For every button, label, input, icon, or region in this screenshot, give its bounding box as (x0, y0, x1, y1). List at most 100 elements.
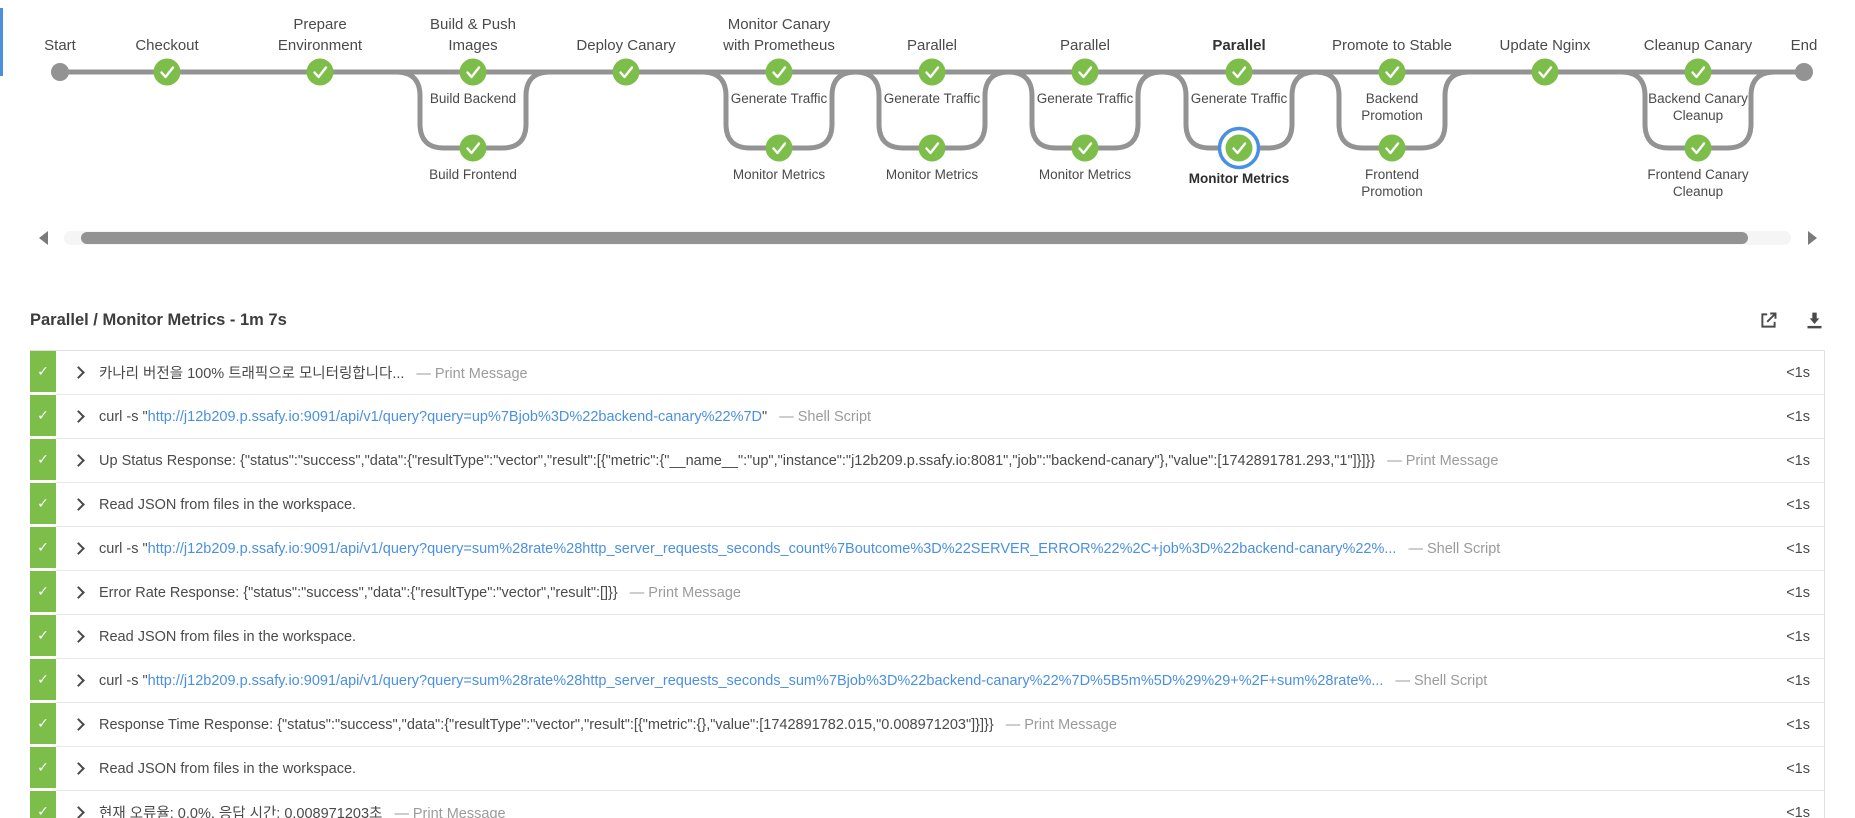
step-text: Error Rate Response: {"status":"success"… (99, 585, 1766, 601)
log-step-header[interactable]: Read JSON from files in the workspace.<1… (56, 483, 1824, 527)
step-type-label: — Print Message (1387, 452, 1499, 469)
window-edge-accent (0, 8, 3, 76)
step-message: Response Time Response: {"status":"succe… (99, 716, 994, 733)
pipeline-node-monitor-metrics[interactable] (765, 134, 793, 162)
pipeline-node-deploy-canary[interactable] (612, 58, 640, 86)
pipeline-node-parallel[interactable] (918, 58, 946, 86)
log-step-header[interactable]: Read JSON from files in the workspace.<1… (56, 615, 1824, 659)
log-row: ✓ 카나리 버전을 100% 트래픽으로 모니터링합니다...— Print Me… (30, 351, 1824, 395)
pipeline-node-cleanup-canary[interactable] (1684, 58, 1712, 86)
log-row: ✓curl -s "http://j12b209.p.ssafy.io:9091… (30, 659, 1824, 703)
step-type-label: — Print Message (394, 806, 506, 818)
step-text: Read JSON from files in the workspace. (99, 497, 1766, 513)
step-duration: <1s (1786, 804, 1810, 818)
expand-chevron-icon[interactable] (72, 586, 85, 599)
expand-chevron-icon[interactable] (72, 806, 85, 818)
scroll-left-arrow[interactable] (30, 228, 56, 248)
log-step-header[interactable]: Read JSON from files in the workspace.<1… (56, 747, 1824, 791)
success-node-circle (765, 134, 793, 162)
pipeline-node-monitor-metrics[interactable] (1217, 126, 1261, 170)
step-duration: <1s (1786, 584, 1810, 601)
pipeline-node-update-nginx[interactable] (1531, 58, 1559, 86)
expand-chevron-icon[interactable] (72, 674, 85, 687)
log-row: ✓Read JSON from files in the workspace.<… (30, 615, 1824, 659)
pipeline-node-end[interactable] (1795, 63, 1813, 81)
step-url-link[interactable]: http://j12b209.p.ssafy.io:9091/api/v1/qu… (147, 540, 1397, 557)
step-message: Read JSON from files in the workspace. (99, 496, 357, 513)
step-type-label: — Print Message (1005, 716, 1117, 733)
pipeline-node-frontend-canary-cleanup[interactable] (1684, 134, 1712, 162)
success-node-circle (1684, 134, 1712, 162)
expand-chevron-icon[interactable] (72, 410, 85, 423)
step-message: Up Status Response: {"status":"success",… (99, 452, 1376, 469)
log-row: ✓curl -s "http://j12b209.p.ssafy.io:9091… (30, 527, 1824, 571)
step-duration: <1s (1786, 716, 1810, 733)
pipeline-node-build-frontend[interactable] (459, 134, 487, 162)
pipeline-node-monitor-canary-with-prometheus[interactable] (765, 58, 793, 86)
step-message: Error Rate Response: {"status":"success"… (99, 584, 618, 601)
pipeline-node-checkout[interactable] (153, 58, 181, 86)
check-icon (772, 66, 787, 79)
step-url-link[interactable]: http://j12b209.p.ssafy.io:9091/api/v1/qu… (147, 408, 763, 425)
log-step-header[interactable]: curl -s "http://j12b209.p.ssafy.io:9091/… (56, 527, 1824, 571)
log-step-header[interactable]: Up Status Response: {"status":"success",… (56, 439, 1824, 483)
log-header: Parallel / Monitor Metrics - 1m 7s (30, 306, 1825, 334)
step-text-prefix: curl -s " (99, 540, 148, 557)
log-step-header[interactable]: curl -s "http://j12b209.p.ssafy.io:9091/… (56, 395, 1824, 439)
right-triangle-icon (1807, 231, 1817, 245)
scrollbar-thumb[interactable] (81, 232, 1748, 244)
download-log-icon[interactable] (1803, 309, 1825, 331)
log-title: Parallel / Monitor Metrics - 1m 7s (30, 310, 287, 329)
step-status-success-icon: ✓ (30, 483, 56, 524)
pipeline-node-parallel[interactable] (1225, 58, 1253, 86)
step-duration: <1s (1786, 364, 1810, 381)
success-node-circle (918, 134, 946, 162)
step-type-label: — Shell Script (1408, 540, 1501, 557)
log-row: ✓Up Status Response: {"status":"success"… (30, 439, 1824, 483)
step-status-success-icon: ✓ (30, 703, 56, 744)
step-duration: <1s (1786, 628, 1810, 645)
check-icon (160, 66, 175, 79)
step-status-success-icon: ✓ (30, 791, 56, 818)
log-step-header[interactable]: 카나리 버전을 100% 트래픽으로 모니터링합니다...— Print Mes… (56, 351, 1824, 395)
step-duration: <1s (1786, 408, 1810, 425)
log-step-header[interactable]: Response Time Response: {"status":"succe… (56, 703, 1824, 747)
pipeline-node-frontend-promotion[interactable] (1378, 134, 1406, 162)
pipeline-node-monitor-metrics[interactable] (1071, 134, 1099, 162)
step-url-link[interactable]: http://j12b209.p.ssafy.io:9091/api/v1/qu… (147, 672, 1384, 689)
expand-chevron-icon[interactable] (72, 630, 85, 643)
log-step-header[interactable]: Error Rate Response: {"status":"success"… (56, 571, 1824, 615)
step-text: curl -s "http://j12b209.p.ssafy.io:9091/… (99, 409, 1766, 425)
expand-chevron-icon[interactable] (72, 762, 85, 775)
step-status-success-icon: ✓ (30, 615, 56, 656)
pipeline-node-start[interactable] (51, 63, 69, 81)
expand-chevron-icon[interactable] (72, 454, 85, 467)
expand-chevron-icon[interactable] (72, 498, 85, 511)
check-icon (313, 66, 328, 79)
pipeline-node-parallel[interactable] (1071, 58, 1099, 86)
expand-chevron-icon[interactable] (72, 542, 85, 555)
step-type-label: — Print Message (629, 584, 741, 601)
pipeline-node-build-push-images[interactable] (459, 58, 487, 86)
pipeline-node-prepare-environment[interactable] (306, 58, 334, 86)
step-duration: <1s (1786, 452, 1810, 469)
log-step-header[interactable]: curl -s "http://j12b209.p.ssafy.io:9091/… (56, 659, 1824, 703)
pipeline-node-promote-to-stable[interactable] (1378, 58, 1406, 86)
step-text-suffix: " (762, 408, 768, 425)
check-icon (1538, 66, 1553, 79)
scroll-right-arrow[interactable] (1799, 228, 1825, 248)
expand-chevron-icon[interactable] (72, 366, 85, 379)
open-external-link-icon[interactable] (1757, 309, 1779, 331)
pipeline-node-monitor-metrics[interactable] (918, 134, 946, 162)
expand-chevron-icon[interactable] (72, 718, 85, 731)
step-text: 카나리 버전을 100% 트래픽으로 모니터링합니다...— Print Mes… (99, 362, 1766, 383)
step-duration: <1s (1786, 760, 1810, 777)
log-step-header[interactable]: 현재 오류율: 0.0%, 응답 시간: 0.008971203초— Print… (56, 791, 1824, 818)
step-status-success-icon: ✓ (30, 351, 56, 392)
log-row: ✓curl -s "http://j12b209.p.ssafy.io:9091… (30, 395, 1824, 439)
scrollbar-track[interactable] (64, 231, 1791, 245)
step-status-success-icon: ✓ (30, 571, 56, 612)
check-icon (466, 142, 481, 155)
success-node-circle (1378, 58, 1406, 86)
pipeline-horizontal-scrollbar[interactable] (30, 228, 1825, 248)
